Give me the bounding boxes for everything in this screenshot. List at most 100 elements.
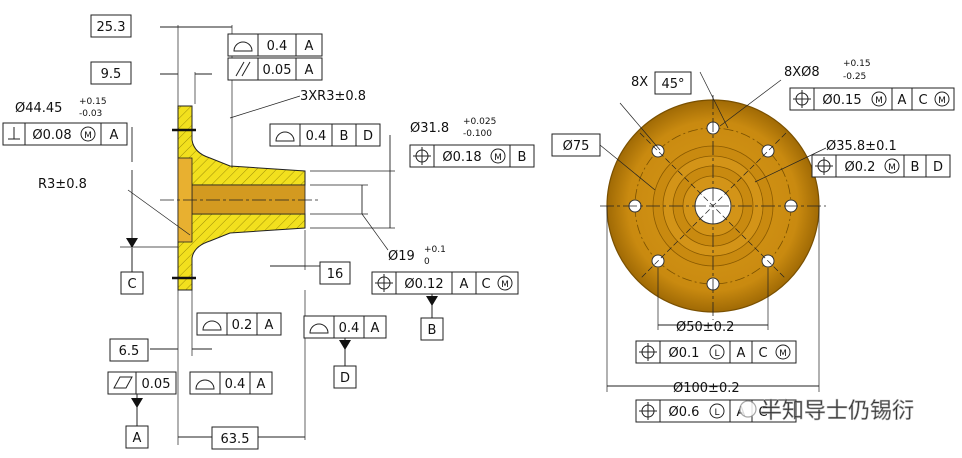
svg-text:+0.025: +0.025 — [463, 117, 496, 127]
datum-c: C — [120, 238, 144, 295]
svg-text:B: B — [911, 160, 920, 175]
svg-text:C: C — [918, 93, 927, 108]
svg-text:C: C — [758, 346, 767, 361]
profile-icon — [195, 379, 215, 390]
dim-r3: R3±0.8 — [38, 177, 87, 192]
dim-dia-35-8: Ø35.8±0.1 — [826, 139, 897, 154]
flatness-icon — [113, 376, 133, 389]
right-dimension-lines — [599, 71, 827, 392]
profile-icon — [202, 320, 222, 331]
datum-a: A — [125, 394, 149, 449]
svg-text:0.4: 0.4 — [339, 321, 360, 336]
svg-text:D: D — [363, 129, 373, 144]
fcf-profile-bd: 0.4 B D — [269, 123, 381, 147]
svg-text:A: A — [898, 93, 907, 108]
svg-text:A: A — [460, 277, 469, 292]
svg-text:0.05: 0.05 — [142, 377, 171, 392]
svg-text:9.5: 9.5 — [101, 67, 122, 82]
svg-text:M: M — [494, 153, 502, 163]
dim-3x-r3: 3XR3±0.8 — [300, 89, 366, 104]
svg-text:Ø44.45: Ø44.45 — [15, 101, 62, 116]
svg-text:A: A — [371, 321, 380, 336]
datum-d: D — [333, 338, 357, 389]
dim-dia-31-8: Ø31.8 +0.025 -0.100 — [410, 117, 496, 139]
svg-text:B: B — [428, 323, 437, 338]
svg-text:0.05: 0.05 — [263, 63, 292, 78]
watermark: 半知导士仍锡衍 — [739, 399, 914, 424]
svg-text:-0.100: -0.100 — [463, 129, 492, 139]
svg-text:Ø0.2: Ø0.2 — [845, 160, 876, 175]
svg-text:M: M — [875, 96, 883, 106]
dim-dia-100: Ø100±0.2 — [673, 381, 740, 396]
svg-text:A: A — [305, 63, 314, 78]
svg-text:A: A — [265, 318, 274, 333]
dim-63-5: 63.5 — [211, 426, 259, 450]
dim-angle: 45° — [654, 71, 692, 95]
svg-text:M: M — [501, 280, 509, 290]
svg-text:Ø0.6: Ø0.6 — [669, 405, 700, 420]
fcf-holes: Ø0.15 M A C M — [789, 87, 955, 111]
dim-holes: 8XØ8 +0.15 -0.25 — [784, 59, 871, 82]
dim-25-3: 25.3 — [90, 14, 132, 38]
svg-text:Ø0.18: Ø0.18 — [442, 150, 481, 165]
svg-text:0: 0 — [424, 257, 430, 267]
svg-text:半知导士仍锡衍: 半知导士仍锡衍 — [760, 399, 914, 424]
profile-icon — [233, 41, 253, 52]
svg-text:C: C — [758, 405, 767, 420]
svg-text:0.2: 0.2 — [232, 318, 253, 333]
svg-text:D: D — [340, 371, 350, 386]
svg-text:A: A — [737, 346, 746, 361]
profile-icon — [309, 323, 329, 334]
dim-9-5: 9.5 — [90, 61, 132, 85]
svg-text:63.5: 63.5 — [221, 432, 250, 447]
svg-text:+0.15: +0.15 — [843, 59, 871, 69]
dim-dia-19: Ø19 +0.1 0 — [388, 245, 446, 267]
svg-text:0.4: 0.4 — [267, 39, 288, 54]
fcf-profile-04-b: 0.4 A — [189, 371, 273, 395]
dim-6-5: 6.5 — [109, 338, 149, 362]
fcf-bore: Ø0.2 M B D — [811, 154, 951, 178]
svg-text:C: C — [481, 277, 490, 292]
fcf-profile-04-d: 0.4 A — [303, 315, 387, 339]
svg-text:16: 16 — [327, 267, 344, 282]
svg-text:+0.15: +0.15 — [79, 97, 107, 107]
fcf-parallelism: 0.05 A — [227, 57, 323, 81]
svg-text:8XØ8: 8XØ8 — [784, 65, 820, 80]
svg-text:Ø0.1: Ø0.1 — [669, 346, 700, 361]
wechat-icon — [739, 400, 757, 418]
svg-text:M: M — [779, 349, 787, 359]
fcf-pcd-50: Ø0.1 L A C M — [635, 340, 797, 364]
svg-text:Ø0.08: Ø0.08 — [32, 128, 71, 143]
lower-section — [177, 213, 306, 291]
svg-text:A: A — [305, 39, 314, 54]
svg-text:L: L — [714, 349, 719, 359]
svg-text:M: M — [84, 131, 92, 141]
left-dimension-lines — [120, 25, 395, 445]
svg-text:Ø0.15: Ø0.15 — [822, 93, 861, 108]
front-view — [600, 95, 826, 320]
svg-text:L: L — [714, 408, 719, 418]
fcf-profile-02: 0.2 A — [196, 312, 282, 336]
svg-text:-0.25: -0.25 — [843, 72, 866, 82]
svg-text:6.5: 6.5 — [119, 344, 140, 359]
datum-b: B — [420, 294, 444, 341]
svg-text:25.3: 25.3 — [97, 20, 126, 35]
bore — [191, 184, 306, 215]
svg-text:Ø75: Ø75 — [563, 139, 590, 154]
profile-icon — [275, 131, 295, 142]
dim-dia-75: Ø75 — [551, 133, 601, 157]
svg-text:B: B — [340, 129, 349, 144]
svg-text:Ø31.8: Ø31.8 — [410, 121, 449, 136]
svg-text:0.4: 0.4 — [306, 129, 327, 144]
dim-dia-44-45: Ø44.45 +0.15 -0.03 — [15, 97, 107, 119]
svg-text:M: M — [938, 96, 946, 106]
svg-text:45°: 45° — [661, 77, 684, 92]
svg-text:-0.03: -0.03 — [79, 109, 102, 119]
svg-text:A: A — [133, 431, 142, 446]
fcf-perpendicularity: Ø0.08 M A — [2, 122, 128, 146]
fcf-position-018: Ø0.18 M B — [409, 144, 535, 168]
parallel-icon — [235, 61, 245, 77]
svg-text:C: C — [127, 277, 136, 292]
svg-text:Ø19: Ø19 — [388, 249, 415, 264]
